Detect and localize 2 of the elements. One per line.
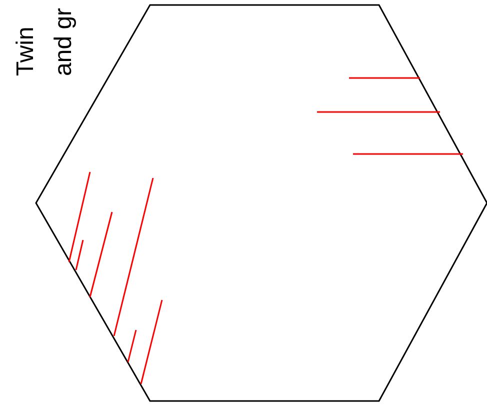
rotated-label: Twin [12, 26, 40, 76]
rotated-label: and gr [50, 8, 78, 76]
